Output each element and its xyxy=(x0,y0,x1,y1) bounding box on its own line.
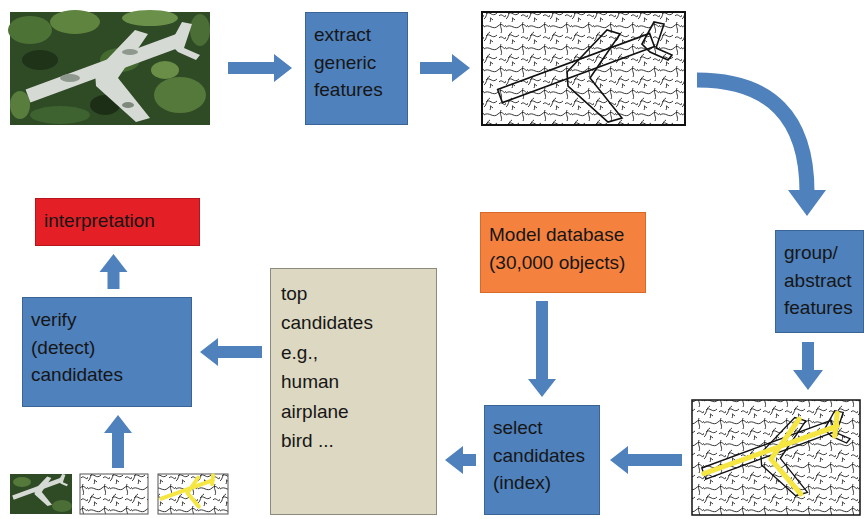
thumb-grouped xyxy=(158,474,228,514)
arrow-head xyxy=(528,379,556,397)
flow-arrow xyxy=(200,338,262,366)
arrow-head xyxy=(788,190,826,216)
flow-arrow xyxy=(528,301,556,397)
airplane xyxy=(26,22,200,122)
process-box: group/ abstract features xyxy=(775,230,864,333)
curved-arrow xyxy=(697,80,807,192)
camouflage xyxy=(60,74,80,82)
block-arrow xyxy=(104,415,132,468)
thumb-edges xyxy=(80,474,148,514)
thumb-photo xyxy=(10,474,72,514)
edge-texture xyxy=(482,12,685,125)
block-arrow xyxy=(793,342,823,390)
thumbnails xyxy=(10,474,228,514)
database-box: Model database (30,000 objects) xyxy=(480,212,646,293)
camouflage xyxy=(122,102,134,108)
airplane-photo xyxy=(8,10,210,125)
arrow-head xyxy=(445,446,463,474)
process-box: select candidates (index) xyxy=(484,405,600,515)
block-arrow xyxy=(228,54,292,82)
grouped-image xyxy=(692,400,860,515)
foliage xyxy=(30,106,90,124)
arrow-head xyxy=(100,254,128,272)
arrow-shaft xyxy=(536,301,548,381)
node-text: extract generic features xyxy=(314,21,383,104)
foliage xyxy=(10,91,30,119)
node-text: top candidates e.g., human airplane bird… xyxy=(281,279,373,456)
foliage xyxy=(13,477,31,487)
node-text: group/ abstract features xyxy=(784,239,853,322)
edge-image xyxy=(482,12,685,125)
foliage xyxy=(22,50,58,70)
node-text: select candidates (index) xyxy=(493,414,585,497)
foliage xyxy=(151,61,179,79)
candidate-list: top candidates e.g., human airplane bird… xyxy=(270,268,437,515)
airplane-outline xyxy=(702,411,850,496)
foliage xyxy=(122,10,178,26)
node-text: Model database (30,000 objects) xyxy=(489,221,637,276)
arrow-shaft xyxy=(108,270,120,289)
flow-arrows xyxy=(104,54,826,474)
arrow-shaft xyxy=(461,454,476,466)
foliage xyxy=(52,500,72,512)
foliage xyxy=(190,14,210,46)
process-box: verify (detect) candidates xyxy=(22,297,192,407)
arrow-head xyxy=(200,338,218,366)
foliage xyxy=(154,77,206,113)
flow-arrow xyxy=(445,446,476,474)
foliage xyxy=(50,10,100,34)
edge-texture xyxy=(692,400,860,515)
grouped-lines xyxy=(704,413,837,494)
output-box: interpretation xyxy=(35,198,200,246)
foliage xyxy=(8,16,52,44)
node-text: interpretation xyxy=(44,207,155,235)
block-arrow xyxy=(610,446,682,474)
flow-arrow xyxy=(100,254,128,289)
airplane-outline xyxy=(498,22,672,122)
grouped-lines xyxy=(161,475,213,506)
airplane xyxy=(12,474,68,506)
node-text: verify (detect) candidates xyxy=(31,306,123,389)
process-box: extract generic features xyxy=(305,12,408,125)
arrow-shaft xyxy=(216,346,262,358)
camouflage xyxy=(122,49,138,55)
block-arrow xyxy=(420,54,470,82)
